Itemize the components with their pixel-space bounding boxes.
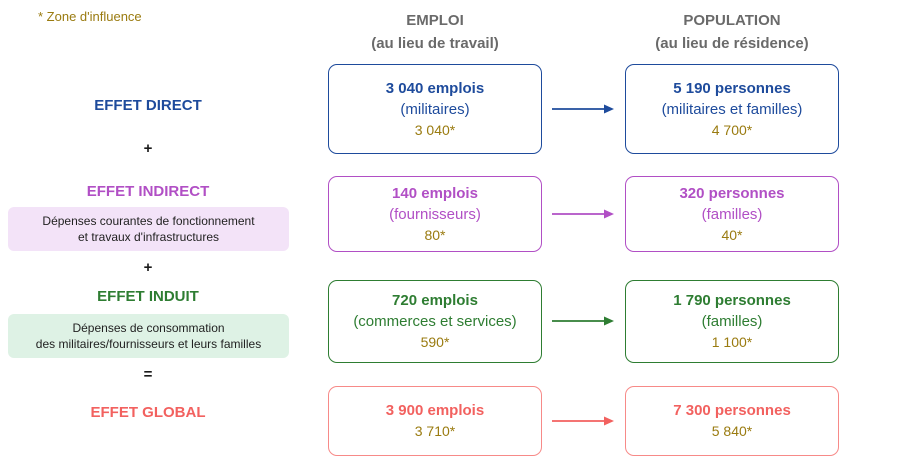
- emploi-column-header: EMPLOI (au lieu de travail): [328, 9, 542, 55]
- indirect-description-line2: et travaux d'infrastructures: [77, 230, 220, 244]
- induit-description-line1: Dépenses de consommation: [72, 321, 225, 335]
- indirect-description: Dépenses courantes de fonctionnement et …: [8, 207, 289, 251]
- population-induit-value: 1 790 personnes: [673, 292, 791, 309]
- emploi-direct-box: 3 040 emplois (militaires) 3 040*: [328, 64, 542, 154]
- effect-induit-label: EFFET INDUIT: [97, 288, 199, 305]
- equals-operator: =: [143, 366, 153, 383]
- population-indirect-detail: (familles): [701, 205, 763, 223]
- emploi-column-title: EMPLOI: [406, 12, 464, 29]
- effect-direct-label: EFFET DIRECT: [94, 97, 202, 114]
- indirect-description-line1: Dépenses courantes de fonctionnement: [42, 214, 255, 228]
- population-direct-value: 5 190 personnes: [673, 79, 791, 97]
- emploi-global-zone-value: 3 710*: [414, 423, 456, 439]
- emploi-direct-zone-value: 3 040*: [414, 121, 456, 138]
- emploi-direct-value: 3 040 emplois: [385, 79, 485, 97]
- arrow-induit-icon: [552, 316, 614, 326]
- induit-description-line2: des militaires/fournisseurs et leurs fam…: [35, 337, 262, 351]
- emploi-indirect-box: 140 emplois (fournisseurs) 80*: [328, 176, 542, 252]
- emploi-induit-zone-value: 590*: [420, 334, 450, 350]
- population-induit-box: 1 790 personnes (familles) 1 100*: [625, 280, 839, 363]
- induit-description: Dépenses de consommation des militaires/…: [8, 314, 289, 358]
- emploi-indirect-zone-value: 80*: [424, 226, 446, 243]
- emploi-column-subtitle: (au lieu de travail): [371, 35, 499, 52]
- population-global-box: 7 300 personnes 5 840*: [625, 386, 839, 456]
- population-column-header: POPULATION (au lieu de résidence): [625, 9, 839, 55]
- population-induit-detail: (familles): [701, 313, 763, 330]
- arrow-global-icon: [552, 416, 614, 426]
- emploi-indirect-value: 140 emplois: [392, 184, 478, 202]
- arrow-direct-icon: [552, 104, 614, 114]
- population-column-title: POPULATION: [683, 12, 781, 29]
- population-column-subtitle: (au lieu de résidence): [655, 35, 809, 52]
- population-indirect-box: 320 personnes (familles) 40*: [625, 176, 839, 252]
- effect-indirect-label: EFFET INDIRECT: [86, 183, 210, 200]
- population-indirect-zone-value: 40*: [721, 226, 743, 243]
- emploi-induit-box: 720 emplois (commerces et services) 590*: [328, 280, 542, 363]
- population-global-zone-value: 5 840*: [711, 423, 753, 439]
- population-direct-box: 5 190 personnes (militaires et familles)…: [625, 64, 839, 154]
- population-direct-detail: (militaires et familles): [661, 100, 803, 118]
- emploi-indirect-detail: (fournisseurs): [389, 205, 481, 223]
- emploi-global-value: 3 900 emplois: [385, 402, 485, 419]
- emploi-induit-value: 720 emplois: [392, 292, 478, 309]
- effect-global-label: EFFET GLOBAL: [90, 404, 206, 421]
- population-direct-zone-value: 4 700*: [711, 121, 753, 138]
- arrow-indirect-icon: [552, 209, 614, 219]
- emploi-induit-detail: (commerces et services): [353, 313, 517, 330]
- population-induit-zone-value: 1 100*: [711, 334, 753, 350]
- plus-operator-1: +: [143, 140, 153, 157]
- emploi-global-box: 3 900 emplois 3 710*: [328, 386, 542, 456]
- emploi-direct-detail: (militaires): [400, 100, 470, 118]
- zone-influence-note: * Zone d'influence: [38, 9, 142, 24]
- plus-operator-2: +: [143, 259, 153, 276]
- population-indirect-value: 320 personnes: [679, 184, 785, 202]
- population-global-value: 7 300 personnes: [673, 402, 791, 419]
